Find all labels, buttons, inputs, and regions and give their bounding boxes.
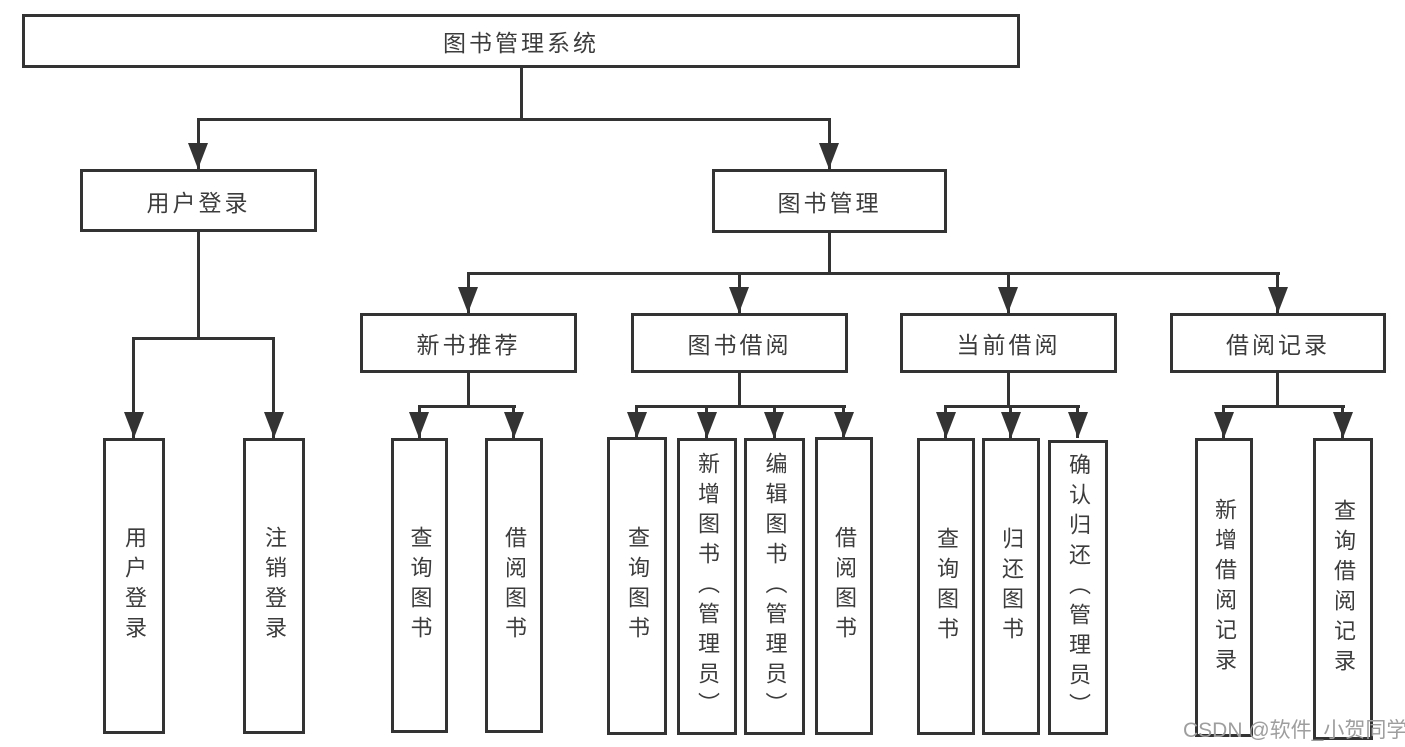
connector-line bbox=[197, 118, 831, 121]
node-user-login-label: 用户登录 bbox=[146, 189, 251, 216]
leaf-nbr-borrow-book: 借阅图书 bbox=[485, 438, 543, 733]
connector-line bbox=[944, 405, 1080, 408]
connector-line bbox=[418, 405, 516, 408]
arrow-down-icon bbox=[409, 412, 429, 438]
csdn-watermark: CSDN @软件_小贺同学 bbox=[1183, 719, 1405, 742]
node-borrow-records-label: 借阅记录 bbox=[1226, 332, 1330, 358]
leaf-bb-edit-book-label: 编辑图书（管理员） bbox=[762, 451, 788, 722]
node-book-management: 图书管理 bbox=[712, 169, 947, 233]
node-book-borrow-label: 图书借阅 bbox=[687, 332, 792, 358]
arrow-down-icon bbox=[627, 412, 647, 438]
arrow-down-icon bbox=[1268, 287, 1288, 313]
connector-line bbox=[828, 233, 831, 275]
connector-line bbox=[1222, 405, 1345, 408]
leaf-br-add-record: 新增借阅记录 bbox=[1195, 438, 1253, 737]
node-book-management-label: 图书管理 bbox=[777, 190, 882, 216]
leaf-cb-return-book-label: 归还图书 bbox=[999, 526, 1024, 647]
arrow-down-icon bbox=[504, 412, 524, 438]
arrow-down-icon bbox=[124, 412, 144, 438]
node-current-borrow: 当前借阅 bbox=[900, 313, 1117, 373]
connector-line bbox=[197, 232, 200, 340]
arrow-down-icon bbox=[1001, 412, 1021, 438]
arrow-down-icon bbox=[697, 412, 717, 438]
leaf-nbr-query-book-label: 查询图书 bbox=[407, 525, 433, 646]
leaf-logout: 注销登录 bbox=[243, 438, 305, 734]
arrow-down-icon bbox=[1214, 412, 1234, 438]
leaf-br-add-record-label: 新增借阅记录 bbox=[1212, 497, 1237, 678]
arrow-down-icon bbox=[1068, 412, 1088, 438]
node-borrow-records: 借阅记录 bbox=[1170, 313, 1386, 373]
arrow-down-icon bbox=[458, 287, 478, 313]
node-new-book-recommend-label: 新书推荐 bbox=[416, 332, 521, 358]
leaf-user-login: 用户登录 bbox=[103, 438, 165, 734]
connector-line bbox=[272, 340, 275, 438]
connector-line bbox=[467, 373, 470, 408]
leaf-bb-add-book-label: 新增图书（管理员） bbox=[695, 451, 720, 722]
connector-line bbox=[635, 405, 846, 408]
connector-line bbox=[1007, 373, 1010, 408]
connector-line bbox=[467, 272, 1280, 275]
leaf-nbr-query-book: 查询图书 bbox=[391, 438, 448, 733]
node-root-label: 图书管理系统 bbox=[443, 30, 599, 56]
node-user-login: 用户登录 bbox=[80, 169, 317, 232]
leaf-br-query-record-label: 查询借阅记录 bbox=[1331, 499, 1356, 679]
node-current-borrow-label: 当前借阅 bbox=[956, 332, 1061, 358]
leaf-bb-borrow-book: 借阅图书 bbox=[815, 437, 873, 735]
arrow-down-icon bbox=[764, 412, 784, 438]
arrow-down-icon bbox=[188, 143, 208, 169]
leaf-bb-query-book-label: 查询图书 bbox=[625, 526, 650, 646]
node-new-book-recommend: 新书推荐 bbox=[360, 313, 577, 373]
arrow-down-icon bbox=[1333, 412, 1353, 438]
leaf-bb-borrow-book-label: 借阅图书 bbox=[832, 526, 857, 646]
leaf-cb-query-book: 查询图书 bbox=[917, 438, 975, 735]
leaf-nbr-borrow-book-label: 借阅图书 bbox=[502, 525, 527, 646]
connector-line bbox=[520, 68, 523, 118]
connector-line bbox=[132, 337, 275, 340]
connector-line bbox=[132, 340, 135, 438]
leaf-bb-add-book: 新增图书（管理员） bbox=[677, 438, 737, 735]
leaf-logout-label: 注销登录 bbox=[262, 526, 287, 646]
leaf-cb-return-book: 归还图书 bbox=[982, 438, 1040, 735]
node-book-borrow: 图书借阅 bbox=[631, 313, 848, 373]
leaf-bb-edit-book: 编辑图书（管理员） bbox=[744, 438, 805, 735]
leaf-cb-query-book-label: 查询图书 bbox=[934, 526, 959, 647]
leaf-br-query-record: 查询借阅记录 bbox=[1313, 438, 1373, 740]
arrow-down-icon bbox=[998, 287, 1018, 313]
connector-line bbox=[1276, 373, 1279, 408]
arrow-down-icon bbox=[834, 412, 854, 438]
arrow-down-icon bbox=[936, 412, 956, 438]
arrow-down-icon bbox=[819, 143, 839, 169]
connector-line bbox=[738, 373, 741, 408]
arrow-down-icon bbox=[264, 412, 284, 438]
arrow-down-icon bbox=[729, 287, 749, 313]
node-root: 图书管理系统 bbox=[22, 14, 1020, 68]
leaf-user-login-label: 用户登录 bbox=[122, 526, 147, 646]
leaf-cb-confirm-return-label: 确认归还（管理员） bbox=[1066, 452, 1091, 723]
leaf-bb-query-book: 查询图书 bbox=[607, 437, 667, 735]
leaf-cb-confirm-return: 确认归还（管理员） bbox=[1048, 440, 1108, 735]
